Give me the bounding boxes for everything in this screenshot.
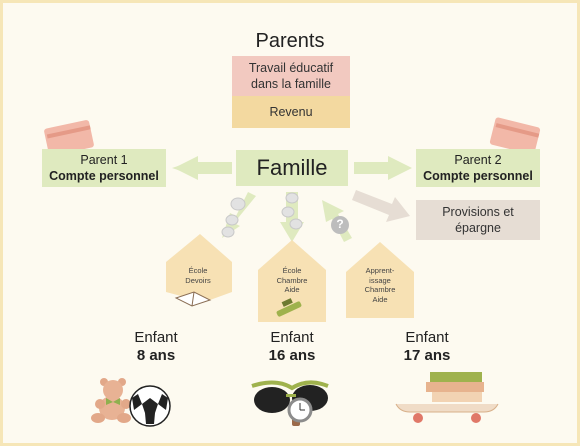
provisions-box: Provisions et épargne xyxy=(416,200,540,240)
arrow-to-child1 xyxy=(222,192,256,238)
house-child1-label: École Devoirs xyxy=(178,266,218,285)
question-mark: ? xyxy=(336,217,344,231)
provisions-line1: Provisions et xyxy=(442,205,514,219)
house-child2-line: Chambre xyxy=(276,275,308,285)
house-child2-label: École Chambre Aide xyxy=(270,266,314,295)
teddy-bear-icon xyxy=(91,378,131,423)
provisions-line2: épargne xyxy=(455,221,501,235)
house-child1-line: École xyxy=(188,266,208,275)
house-child3-line: issage xyxy=(369,275,391,285)
parents-title: Parents xyxy=(255,30,325,52)
comb-icon xyxy=(276,298,302,317)
house-child2-line: École xyxy=(282,266,302,275)
revenu-box: Revenu xyxy=(232,96,350,128)
arrow-to-provisions xyxy=(352,190,410,222)
enfant3-age: 17 ans xyxy=(403,347,451,364)
revenu-label: Revenu xyxy=(269,105,313,119)
house-child1-line: Devoirs xyxy=(185,275,211,285)
credit-card-icon xyxy=(44,120,94,156)
enfant1-label: Enfant 8 ans xyxy=(106,329,206,365)
question-coin-icon xyxy=(331,216,349,234)
enfant1-age: 8 ans xyxy=(136,347,176,364)
famille-box: Famille xyxy=(236,150,348,186)
travail-line2: dans la famille xyxy=(251,77,331,91)
parent1-title: Parent 1 xyxy=(80,153,128,167)
enfant1-title: Enfant xyxy=(134,329,178,346)
house-child1 xyxy=(166,234,232,300)
enfant2-age: 16 ans xyxy=(268,347,316,364)
enfant2-label: Enfant 16 ans xyxy=(242,329,342,365)
arrow-to-parent2 xyxy=(354,156,412,180)
famille-label: Famille xyxy=(256,155,328,180)
parent1-account: Compte personnel xyxy=(49,169,159,183)
books-stack-icon xyxy=(426,372,484,402)
parent2-box: Parent 2 Compte personnel xyxy=(416,149,540,187)
travail-educatif-box: Travail éducatif dans la famille xyxy=(232,56,350,96)
parent2-title: Parent 2 xyxy=(454,153,502,167)
skateboard-icon xyxy=(395,403,499,423)
credit-card-icon xyxy=(489,117,541,155)
house-child3-line: Apprent- xyxy=(365,266,395,275)
house-child3-line: Chambre xyxy=(364,285,396,294)
watch-icon xyxy=(287,397,313,426)
parent1-box: Parent 1 Compte personnel xyxy=(42,149,166,187)
enfant3-title: Enfant xyxy=(405,329,449,346)
soccer-ball-icon xyxy=(129,385,171,427)
house-child3 xyxy=(346,242,414,318)
house-child2-line: Aide xyxy=(284,285,300,294)
parent2-account: Compte personnel xyxy=(423,169,533,183)
enfant3-label: Enfant 17 ans xyxy=(377,329,477,365)
arrow-to-parent1-body xyxy=(174,156,232,180)
enfant2-title: Enfant xyxy=(270,329,314,346)
house-child3-label: Apprent- issage Chambre Aide xyxy=(358,266,402,304)
house-child2 xyxy=(258,240,326,322)
house-child3-line: Aide xyxy=(372,294,388,304)
arrow-to-child2 xyxy=(280,192,304,242)
book-icon xyxy=(174,291,212,307)
travail-line1: Travail éducatif xyxy=(248,61,334,75)
